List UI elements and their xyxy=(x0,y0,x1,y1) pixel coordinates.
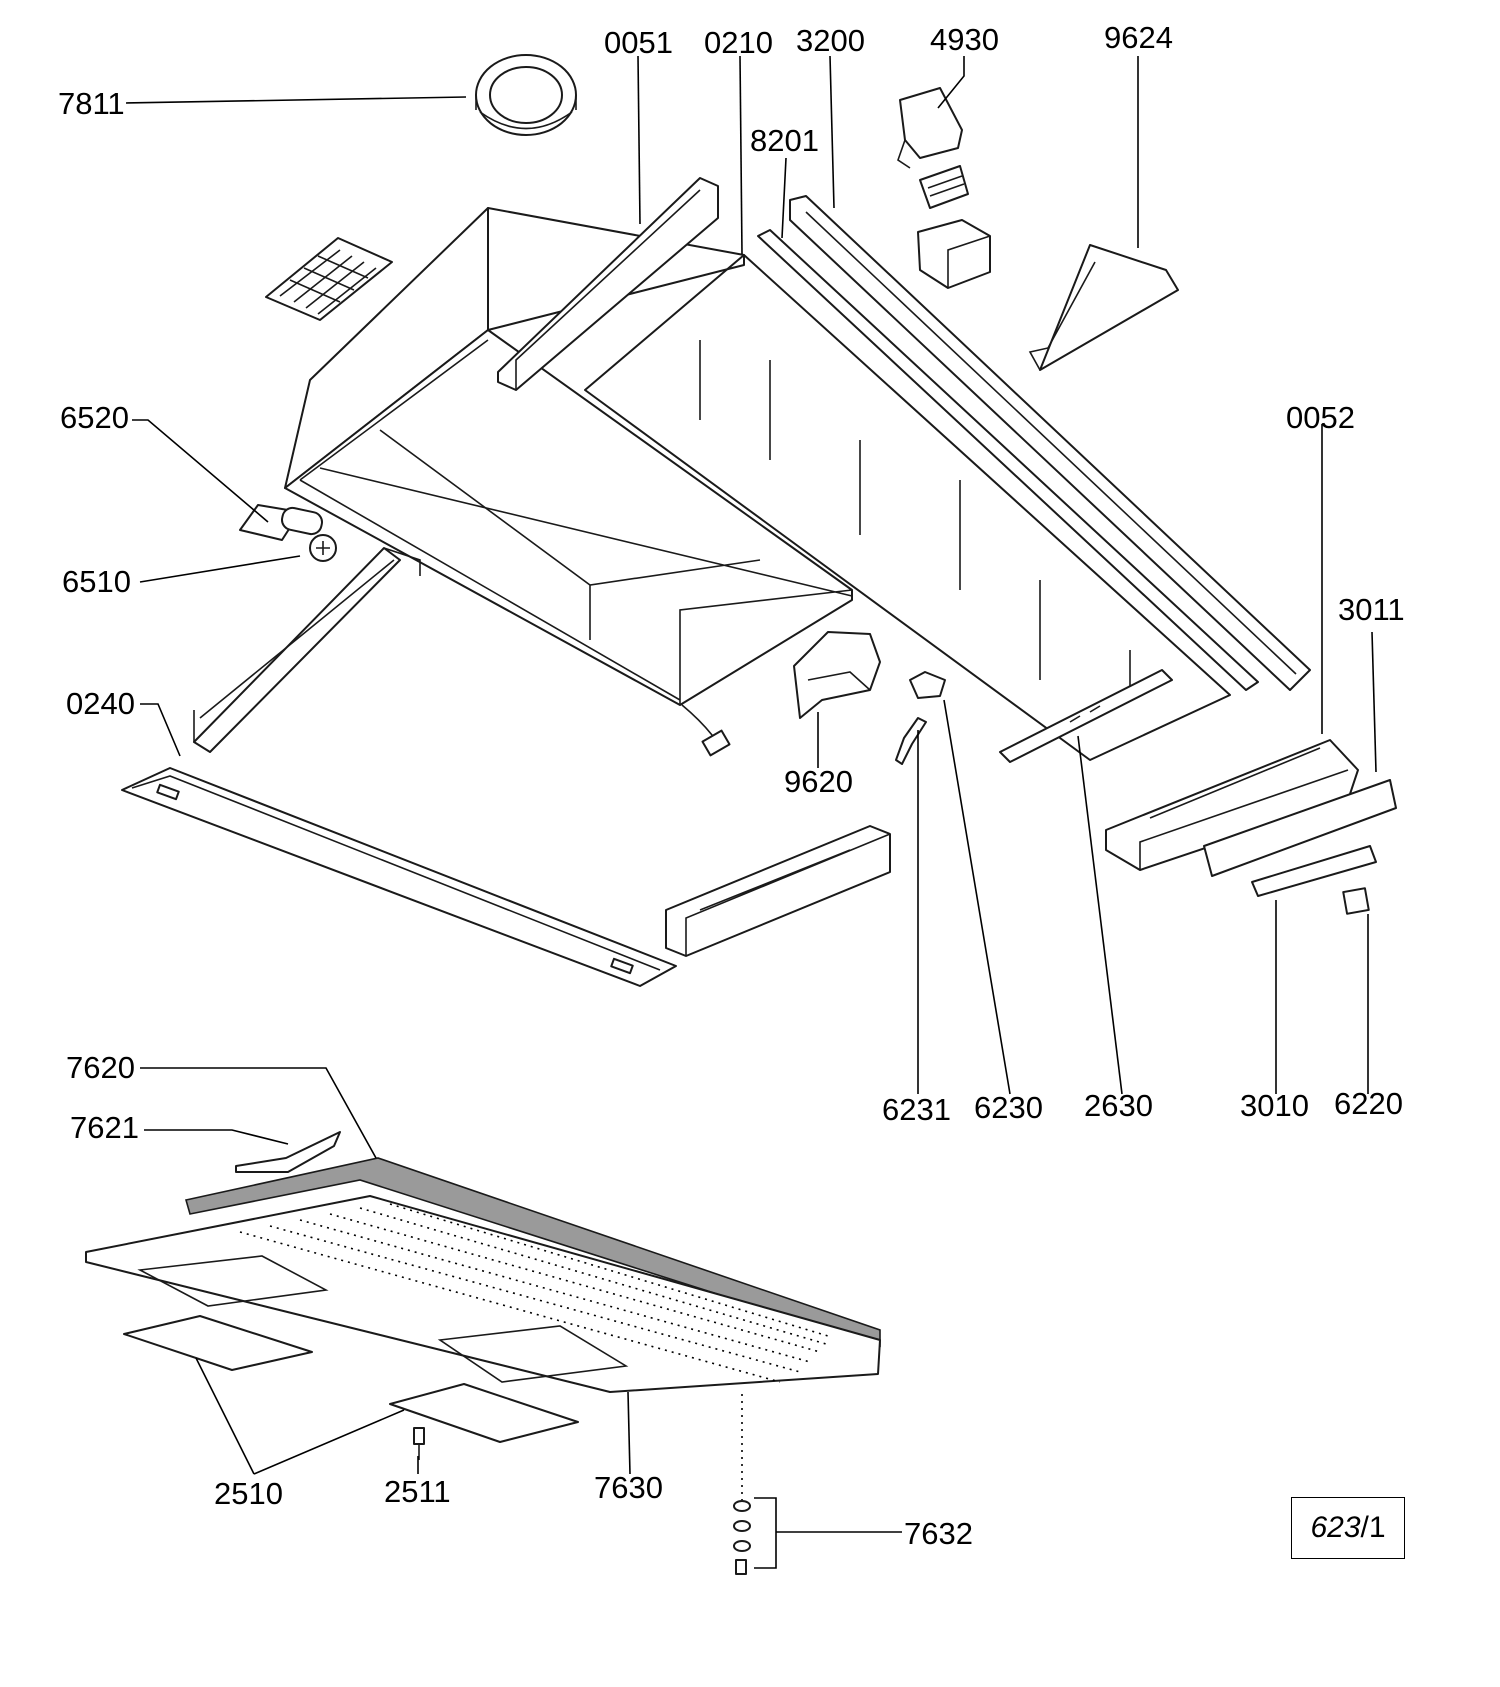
label-6510: 6510 xyxy=(62,564,131,599)
label-2630: 2630 xyxy=(1084,1088,1153,1123)
part-6510-lamp xyxy=(309,534,337,562)
sheet-reference-box: 623/1 xyxy=(1291,1497,1405,1559)
label-2510: 2510 xyxy=(214,1476,283,1511)
label-6230: 6230 xyxy=(974,1090,1043,1125)
part-7621-clip xyxy=(235,1131,341,1173)
part-lower-channel xyxy=(665,825,891,957)
label-6220: 6220 xyxy=(1334,1086,1403,1121)
part-3010-button-bar xyxy=(1251,845,1377,897)
label-0210: 0210 xyxy=(704,25,773,60)
part-6230-switch xyxy=(909,671,946,699)
part-grease-filter xyxy=(265,237,393,321)
leader-lines xyxy=(125,55,1377,1569)
label-7632: 7632 xyxy=(904,1516,973,1551)
label-6231: 6231 xyxy=(882,1092,951,1127)
label-9624: 9624 xyxy=(1104,20,1173,55)
label-0051: 0051 xyxy=(604,25,673,60)
part-2511-screw xyxy=(413,1427,425,1460)
part-6231-wire xyxy=(895,717,927,765)
label-3010: 3010 xyxy=(1240,1088,1309,1123)
part-9620-cover xyxy=(793,631,881,719)
label-7811: 7811 xyxy=(58,86,125,121)
part-2630-slide xyxy=(999,669,1173,763)
label-4930: 4930 xyxy=(930,22,999,57)
part-7630-bottom-panel xyxy=(85,1195,881,1393)
part-6520-lampholder xyxy=(239,504,323,541)
label-8201: 8201 xyxy=(750,123,819,158)
part-7632-screw-set xyxy=(733,1394,751,1575)
label-9620: 9620 xyxy=(784,764,853,799)
part-4930-ballast xyxy=(897,87,991,289)
label-7620: 7620 xyxy=(66,1050,135,1085)
label-3200: 3200 xyxy=(796,23,865,58)
part-3200-channel xyxy=(789,195,1311,691)
part-3011-strip xyxy=(1203,779,1397,877)
part-hood-body xyxy=(284,207,853,757)
label-7630: 7630 xyxy=(594,1470,663,1505)
part-8201-strip xyxy=(757,229,1259,691)
label-6520: 6520 xyxy=(60,400,129,435)
part-side-rail-left xyxy=(193,547,421,753)
part-7811-fan-collar xyxy=(475,54,577,136)
sheet-page: 1 xyxy=(1368,1511,1386,1544)
label-0052: 0052 xyxy=(1286,400,1355,435)
part-glass-panel xyxy=(584,254,1231,761)
part-6220-switch xyxy=(1342,887,1370,915)
label-3011: 3011 xyxy=(1338,592,1405,627)
part-labels: 7811 0051 0210 3200 4930 9624 8201 6520 … xyxy=(58,20,1405,1551)
label-0240: 0240 xyxy=(66,686,135,721)
sheet-separator: / xyxy=(1360,1511,1369,1544)
perforation-pattern xyxy=(239,1203,829,1383)
part-0240-rail xyxy=(121,767,677,987)
part-9624-bracket xyxy=(1028,244,1179,371)
label-7621: 7621 xyxy=(70,1110,139,1145)
part-0051-rail xyxy=(497,177,719,391)
sheet-number: 623 xyxy=(1310,1511,1361,1544)
label-2511: 2511 xyxy=(384,1474,451,1509)
